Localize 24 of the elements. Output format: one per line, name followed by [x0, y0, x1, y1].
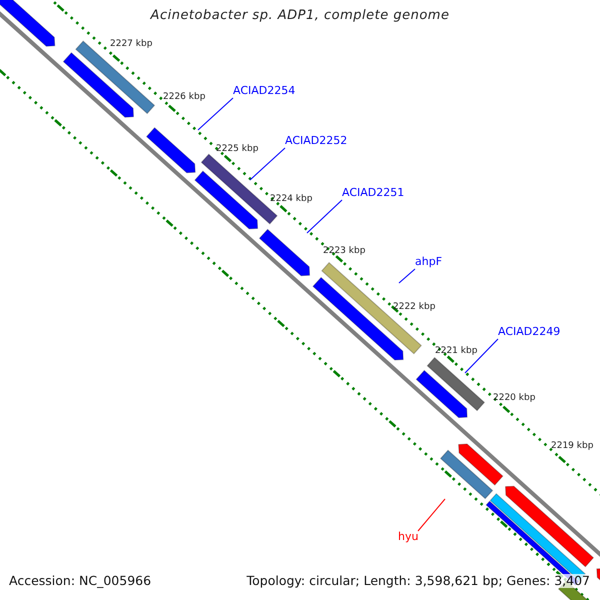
scale-label: 2223 kbp [323, 246, 366, 256]
scale-label: 2222 kbp [393, 302, 436, 312]
leader-line [418, 498, 446, 532]
leader-line [464, 338, 498, 374]
leader-line [198, 98, 234, 130]
gene-label: ACIAD2254 [233, 85, 296, 98]
scale-label: 2227 kbp [110, 39, 152, 50]
leader-line [306, 200, 342, 234]
leader-line [398, 268, 416, 284]
gene-label: ACIAD2251 [342, 187, 404, 200]
scale-label: 2225 kbp [216, 144, 258, 154]
scale-label: 2224 kbp [270, 194, 312, 204]
gene-label: ACIAD2249 [498, 326, 560, 339]
gene-label: hyu [398, 531, 418, 544]
gene-label: ahpF [415, 256, 442, 269]
map-title: Acinetobacter sp. ADP1, complete genome [150, 9, 450, 24]
leader-line [250, 148, 286, 180]
scale-label: 2220 kbp [493, 393, 536, 404]
gene-label: ACIAD2252 [285, 135, 348, 148]
scale-label: 2221 kbp [435, 346, 478, 356]
scale-label: 2219 kbp [551, 441, 594, 452]
accession-text: Accession: NC_005966 [9, 574, 152, 588]
genome-stats-text: Topology: circular; Length: 3,598,621 bp; Genes: 3,407 [246, 574, 590, 588]
scale-label: 2226 kbp [163, 92, 206, 102]
